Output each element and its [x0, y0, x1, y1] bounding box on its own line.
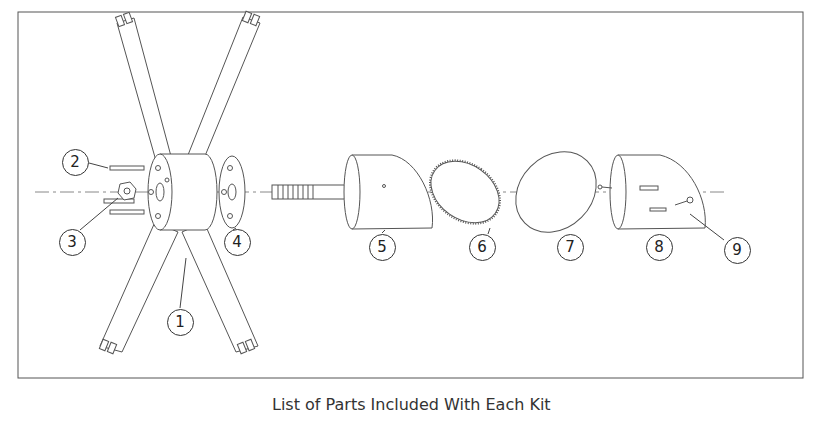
callout-number: 5: [377, 240, 387, 255]
spinner-cap: [598, 155, 705, 229]
spinner-base: [272, 155, 433, 229]
caption: List of Parts Included With Each Kit: [272, 395, 551, 414]
pins-and-nut: [104, 166, 144, 214]
callout-number: 4: [232, 235, 242, 250]
callout-circle: 4: [224, 229, 251, 256]
washer: [219, 156, 245, 228]
leader-lines: [80, 163, 724, 308]
callout-number: 1: [175, 315, 185, 330]
disks: [418, 135, 613, 248]
callout-number: 3: [67, 235, 77, 250]
callout-circle: 9: [724, 237, 751, 264]
callout-circle: 2: [62, 149, 89, 176]
callout-circle: 1: [167, 309, 194, 336]
callout-number: 2: [70, 155, 80, 170]
callout-circle: 3: [59, 229, 86, 256]
callout-circle: 7: [557, 234, 584, 261]
callout-number: 6: [477, 240, 487, 255]
callout-circle: 5: [369, 234, 396, 261]
callout-number: 9: [732, 243, 742, 258]
callout-circle: 6: [469, 234, 496, 261]
callout-number: 8: [654, 240, 664, 255]
callout-number: 7: [565, 240, 575, 255]
frame: [18, 12, 803, 378]
callout-circle: 8: [646, 234, 673, 261]
propeller: [99, 11, 260, 354]
